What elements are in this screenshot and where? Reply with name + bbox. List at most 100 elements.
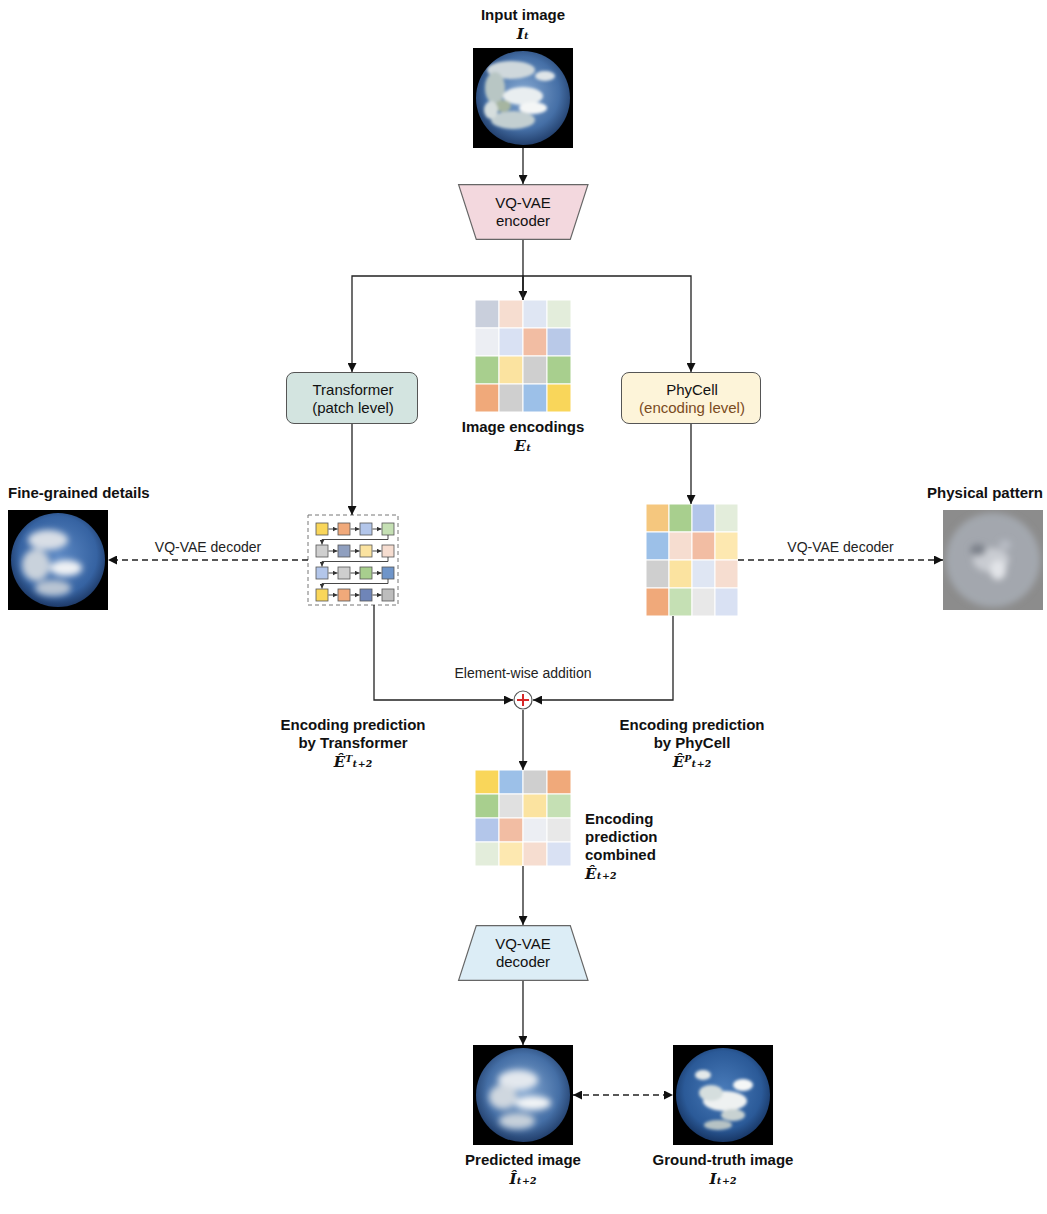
grid-cell xyxy=(547,818,571,842)
sequence-arrow xyxy=(329,573,338,574)
dashed-connector xyxy=(738,559,943,560)
patch-cell xyxy=(316,567,328,579)
combined-grid: Encoding prediction combinedÊₜ₊₂ xyxy=(475,770,571,866)
node-label: Ground-truth image xyxy=(628,1151,818,1169)
circle-shape xyxy=(513,690,533,710)
patch-cell xyxy=(360,523,372,535)
connector xyxy=(374,605,513,700)
grid-cell xyxy=(499,384,523,412)
grid-cell xyxy=(523,328,547,356)
grid-cell xyxy=(547,770,571,794)
sequence-arrow xyxy=(373,529,382,530)
text-group: Encoding prediction combinedÊₜ₊₂ xyxy=(585,810,725,884)
patch-cell xyxy=(382,589,394,601)
grid-cell xyxy=(692,532,715,560)
node-label: Transformer xyxy=(295,381,411,399)
phycell-grid-cells xyxy=(646,504,738,616)
sequence-arrow xyxy=(351,573,360,574)
connector xyxy=(522,148,523,184)
connector xyxy=(522,981,523,1045)
node-label: Encoding prediction by PhyCell xyxy=(617,716,767,752)
grid-cell xyxy=(499,818,523,842)
connector xyxy=(522,710,523,770)
addition-circle: Element-wise addition xyxy=(513,690,533,710)
grid-cell xyxy=(715,588,738,616)
grid-cell xyxy=(475,770,499,794)
patch-sequence xyxy=(308,515,398,605)
grid-cell xyxy=(669,532,692,560)
grid-cell xyxy=(475,356,499,384)
plus-sign xyxy=(517,694,529,706)
text-group: Encoding prediction by TransformerÊᵀₜ₊₂ xyxy=(278,716,428,772)
patch-cell xyxy=(360,567,372,579)
connector xyxy=(523,276,691,372)
encoder-trapezoid: VQ-VAE encoder xyxy=(458,184,589,240)
grid-cell xyxy=(499,356,523,384)
patch-cell xyxy=(360,589,372,601)
encoding-grid-cells xyxy=(475,300,571,412)
connector xyxy=(690,424,691,504)
node-label: Encoding prediction by Transformer xyxy=(278,716,428,752)
grid-cell xyxy=(646,560,669,588)
patch-cell xyxy=(382,545,394,557)
sequence-return xyxy=(322,579,388,589)
grid-cell xyxy=(646,532,669,560)
sequence-arrow xyxy=(373,573,382,574)
trapezoid-outline xyxy=(458,185,587,240)
node-sublabel: (encoding level) xyxy=(630,399,754,417)
trapezoid-outline xyxy=(458,926,587,981)
grid-cell xyxy=(715,532,738,560)
node-label: PhyCell xyxy=(630,381,754,399)
grid-cell xyxy=(547,300,571,328)
patch-cell xyxy=(338,567,350,579)
grid-cell xyxy=(669,504,692,532)
dashed-connector xyxy=(108,559,308,560)
grid-cell xyxy=(499,300,523,328)
grid-cell xyxy=(523,842,547,866)
grid-cell xyxy=(715,560,738,588)
sequence-arrow xyxy=(329,551,338,552)
node-label: Fine-grained details xyxy=(8,484,208,502)
decoder-trapezoid: VQ-VAE decoder xyxy=(458,925,589,981)
sequence-return xyxy=(322,535,388,545)
sequence-arrow xyxy=(329,595,338,596)
edge-label: VQ-VAE decoder xyxy=(152,539,264,555)
sequence-arrow xyxy=(373,551,382,552)
grid-cell xyxy=(523,384,547,412)
connector xyxy=(522,866,523,925)
transformer-prediction-grid: Encoding prediction by TransformerÊᵀₜ₊₂ xyxy=(308,515,398,605)
node-label: Image encodings xyxy=(438,418,608,436)
grid-cell xyxy=(523,356,547,384)
text-group: Input imageIₜ xyxy=(438,6,608,44)
text-group: PhyCell(encoding level) xyxy=(630,381,754,417)
node-label: Predicted image xyxy=(433,1151,613,1169)
combined-grid-cells xyxy=(475,770,571,866)
grid-cell xyxy=(547,328,571,356)
predicted-image: Predicted imageÎₜ₊₂ xyxy=(473,1045,573,1145)
grid-cell xyxy=(547,384,571,412)
grid-cell xyxy=(523,770,547,794)
text-group: VQ-VAE encoder xyxy=(481,194,565,230)
text-group: Predicted imageÎₜ₊₂ xyxy=(433,1151,613,1189)
node-label: Input image xyxy=(438,6,608,24)
physical-pattern-image: Physical pattern xyxy=(943,510,1043,610)
node-label: Encoding prediction combined xyxy=(585,810,725,864)
grid-cell xyxy=(499,842,523,866)
grid-cell xyxy=(523,300,547,328)
node-sublabel: Êₜ₊₂ xyxy=(585,864,725,884)
patch-cell xyxy=(316,589,328,601)
grid-cell xyxy=(475,818,499,842)
patch-cell xyxy=(360,545,372,557)
sky-photo xyxy=(473,1045,573,1145)
circle-outline xyxy=(514,691,532,709)
sky-photo xyxy=(673,1045,773,1145)
sequence-arrow xyxy=(373,595,382,596)
patch-cell xyxy=(338,545,350,557)
patch-cell xyxy=(338,589,350,601)
patch-cell xyxy=(382,567,394,579)
grid-cell xyxy=(499,770,523,794)
grid-cell xyxy=(715,504,738,532)
transformer-box: Transformer(patch level) xyxy=(286,372,418,424)
